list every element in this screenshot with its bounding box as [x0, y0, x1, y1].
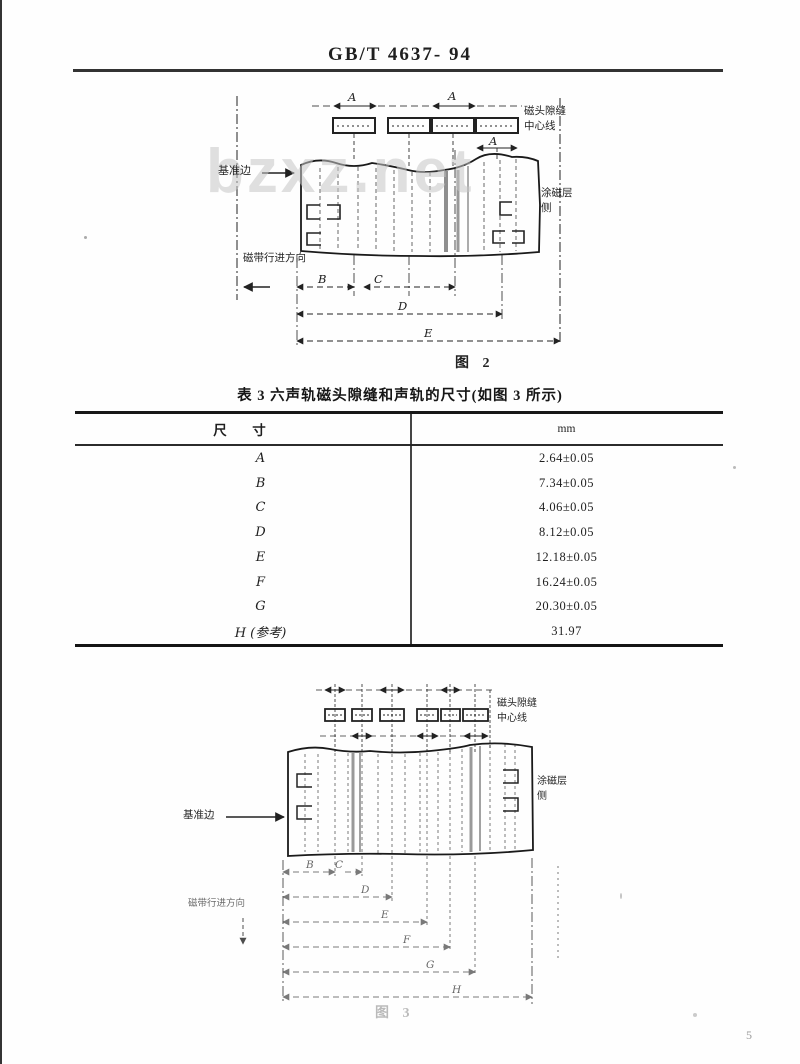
table-column-divider [410, 414, 412, 644]
figure3-linework [226, 684, 559, 1004]
dim-cell: B [255, 475, 266, 491]
column-header-dimension: 尺 寸 [213, 423, 272, 438]
fig3-tape-direction-label: 磁带行进方向 [188, 899, 246, 909]
fig2-dim-c-label: C [374, 272, 383, 286]
fig2-dim-e-label: E [424, 326, 433, 340]
fig2-coating-side-label: 涂磁层侧 [541, 188, 573, 215]
scan-speck [693, 1013, 697, 1017]
fig3-dim-d-label: D [361, 884, 370, 896]
table3-title: 表 3 六声轨磁头隙缝和声轨的尺寸(如图 3 所示) [237, 388, 563, 404]
fig2-dim-a-label: A [348, 90, 357, 104]
dim-cell: H (参考) [234, 626, 287, 642]
value-cell: 31.97 [551, 624, 582, 639]
fig3-coating-side-label: 涂磁层侧 [537, 776, 567, 802]
value-cell: 12.18±0.05 [535, 549, 598, 564]
dim-cell: G [255, 599, 266, 615]
value-cell: 16.24±0.05 [535, 574, 598, 589]
value-cell: 4.06±0.05 [538, 500, 595, 515]
figure2-caption: 图 2 [455, 356, 495, 371]
table-header-row: 尺 寸 mm [75, 414, 723, 446]
table-row: B 7.34±0.05 [75, 471, 723, 496]
value-cell: 7.34±0.05 [538, 475, 595, 490]
value-cell: 20.30±0.05 [535, 599, 598, 614]
scan-speck [84, 236, 87, 239]
page-number: 5 [746, 1028, 752, 1042]
scan-speck [620, 893, 622, 899]
dimension-table: 尺 寸 mm A 2.64±0.05 B 7.34±0.05 C 4.06±0.… [75, 411, 723, 647]
fig3-dim-e-label: E [381, 909, 389, 921]
standard-number: GB/T 4637- 94 [328, 44, 472, 65]
fig2-dim-d-label: D [398, 299, 408, 313]
fig3-dim-c-label: C [335, 859, 344, 871]
dim-cell: C [255, 500, 266, 516]
table-row: C 4.06±0.05 [75, 496, 723, 521]
table-body: A 2.64±0.05 B 7.34±0.05 C 4.06±0.05 D 8.… [75, 446, 723, 644]
fig3-gap-center-line-label: 磁头隙缝中心线 [497, 698, 537, 724]
dim-cell: E [255, 549, 266, 565]
fig3-dim-g-label: G [426, 959, 435, 971]
fig2-gap-center-line-label: 磁头隙缝中心线 [524, 106, 566, 133]
table-row: E 12.18±0.05 [75, 545, 723, 570]
table-row: A 2.64±0.05 [75, 446, 723, 471]
header-rule [73, 69, 723, 72]
watermark: bzxz.net [206, 137, 475, 206]
table-row: F 16.24±0.05 [75, 570, 723, 595]
fig2-dim-a-label: A [448, 89, 457, 103]
fig2-tape-direction-label: 磁带行进方向 [243, 253, 306, 264]
table-row: G 20.30±0.05 [75, 595, 723, 620]
figure2-linework [236, 96, 561, 348]
fig2-dim-b-label: B [318, 272, 327, 286]
dim-cell: A [255, 450, 266, 466]
fig3-reference-edge-label: 基准边 [183, 810, 215, 821]
value-cell: 8.12±0.05 [538, 525, 595, 540]
scan-speck [733, 466, 736, 469]
fig3-dim-f-label: F [403, 934, 411, 946]
dim-cell: D [255, 525, 266, 541]
table-row: H (参考) 31.97 [75, 619, 723, 644]
fig2-reference-edge-label: 基准边 [218, 165, 251, 177]
scan-edge-artifact [0, 0, 2, 1064]
dim-cell: F [255, 574, 266, 590]
figure3-caption: 图 3 [375, 1006, 415, 1021]
fig3-dim-h-label: H [452, 984, 462, 996]
column-header-unit: mm [557, 423, 576, 435]
value-cell: 2.64±0.05 [538, 450, 595, 465]
fig2-dim-a-label: A [489, 134, 498, 148]
fig3-dim-b-label: B [306, 859, 314, 871]
table-row: D 8.12±0.05 [75, 520, 723, 545]
